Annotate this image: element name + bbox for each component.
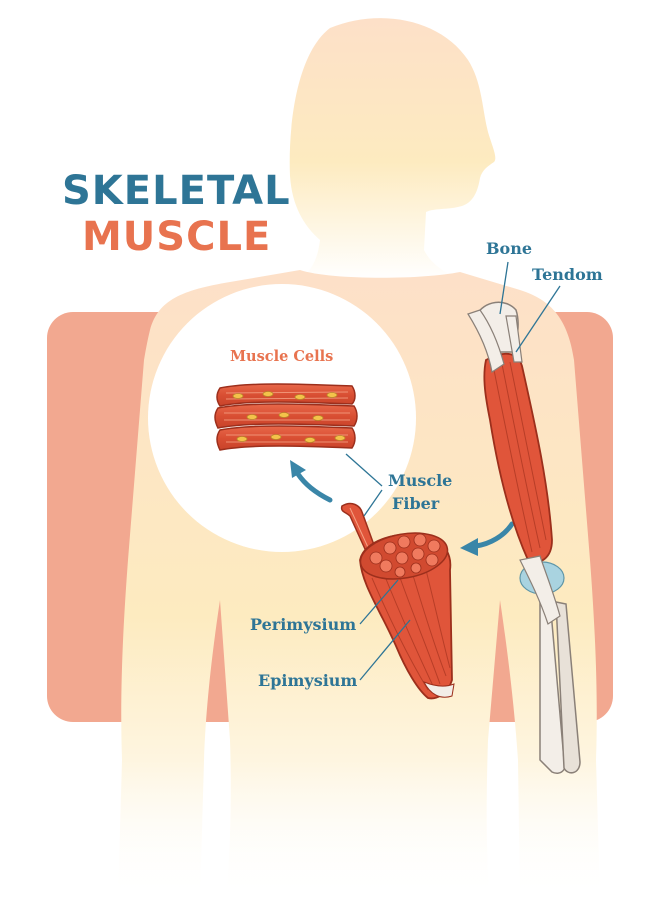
- arrow-fiber-to-cells: [290, 460, 333, 503]
- muscle-cell-3: [216, 425, 356, 451]
- title-line-1: SKELETAL: [62, 168, 291, 214]
- muscle-bundle: [340, 502, 455, 700]
- muscle-cell-1: [216, 383, 356, 407]
- leader-line-bone: [499, 261, 509, 315]
- forearm-bone-ulna: [555, 601, 581, 774]
- label-epimysium: Epimysium: [258, 671, 358, 690]
- title-line-2: MUSCLE: [82, 214, 272, 260]
- label-bone: Bone: [486, 239, 533, 258]
- label-muscle-cells: Muscle Cells: [230, 348, 334, 365]
- leader-line-epimysium: [359, 619, 411, 681]
- leader-line-tendon: [515, 285, 561, 353]
- leader-lines: [345, 261, 561, 681]
- label-tendon: Tendom: [532, 265, 603, 284]
- arrow-arm-to-bundle: [460, 521, 515, 556]
- leader-line-muscle-fiber: [345, 453, 383, 487]
- leader-line-muscle-fiber-2: [363, 489, 383, 517]
- arm-illustration: [467, 301, 581, 774]
- muscle-cells-illustration: [214, 383, 358, 451]
- label-muscle-fiber-line1: Muscle: [388, 471, 453, 490]
- upper-tendon: [467, 309, 505, 374]
- label-muscle-fiber-line2: Fiber: [392, 494, 440, 513]
- leader-line-perimysium: [359, 579, 399, 625]
- lower-tendon: [519, 555, 561, 625]
- label-perimysium: Perimysium: [250, 615, 357, 634]
